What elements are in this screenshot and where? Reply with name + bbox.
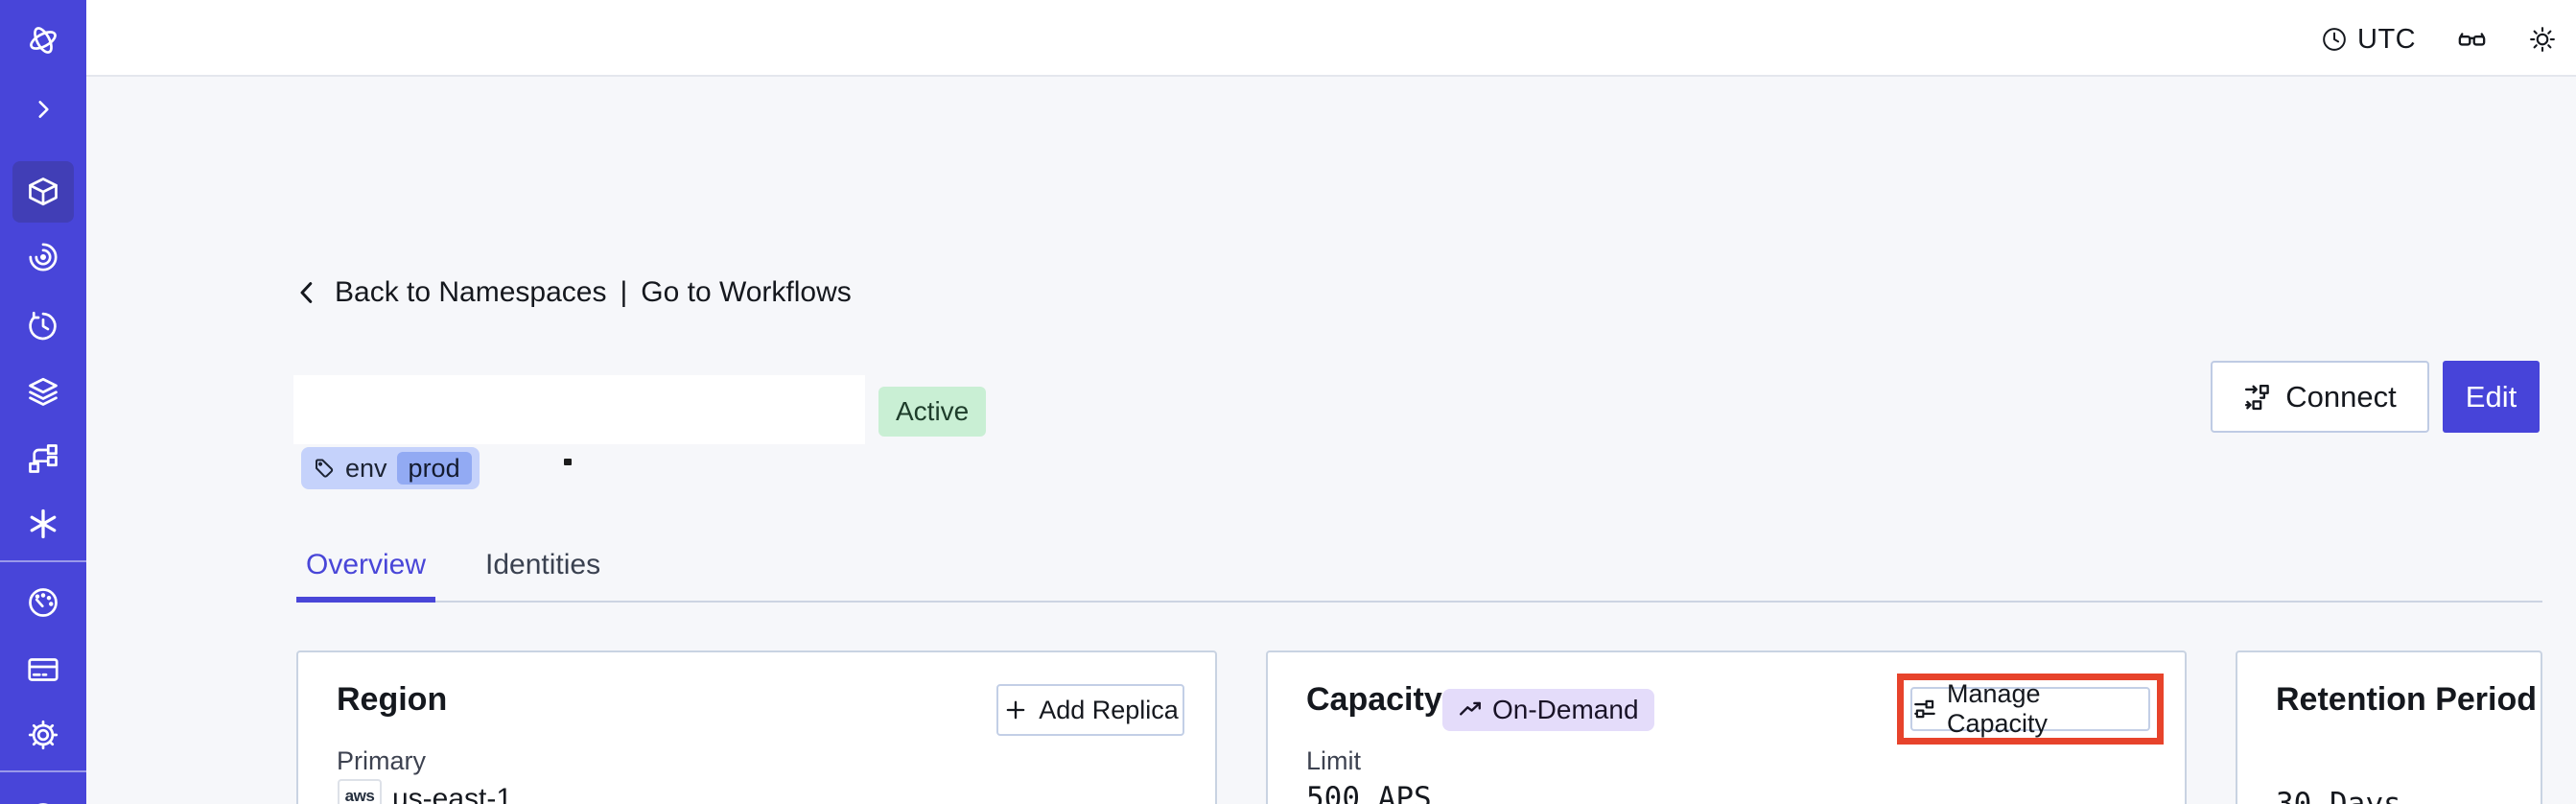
edit-button[interactable]: Edit: [2443, 361, 2540, 433]
ondemand-badge: On-Demand: [1442, 689, 1654, 731]
tab-bar: Overview Identities: [296, 533, 2542, 603]
breadcrumb-back-link[interactable]: Back to Namespaces: [335, 276, 607, 308]
workflow-connect-icon: [2245, 384, 2270, 410]
theme-toggle-sun-icon[interactable]: [2528, 25, 2557, 59]
plus-icon: [1006, 700, 1025, 720]
breadcrumb-separator: |: [620, 276, 628, 308]
namespace-title-redacted: [293, 375, 865, 444]
settings-gear-icon[interactable]: [26, 718, 60, 752]
retention-card: Retention Period 30 Days: [2236, 650, 2542, 804]
workflow-branch-icon[interactable]: [26, 441, 60, 476]
retention-card-title: Retention Period: [2276, 681, 2538, 718]
sidebar-divider: [0, 560, 86, 562]
schedules-clock-icon[interactable]: [26, 309, 60, 343]
layers-stack-icon[interactable]: [26, 374, 60, 409]
chevron-left-icon[interactable]: [293, 278, 321, 307]
billing-card-icon[interactable]: [26, 652, 60, 687]
namespace-tag-chip: env prod: [301, 447, 480, 489]
tag-value: prod: [396, 452, 472, 485]
breadcrumb-workflows-link[interactable]: Go to Workflows: [641, 276, 852, 308]
expand-chevron-icon[interactable]: [26, 92, 60, 127]
monitor-eye-icon[interactable]: [26, 240, 60, 274]
asterisk-icon[interactable]: [26, 507, 60, 541]
region-card: Region Add Replica Primary aws us-east-1: [296, 650, 1217, 804]
manage-capacity-label: Manage Capacity: [1946, 679, 2049, 738]
region-primary-label: Primary: [337, 746, 426, 775]
add-replica-label: Add Replica: [1039, 695, 1179, 724]
region-value: us-east-1: [392, 783, 513, 804]
capacity-card-title: Capacity: [1306, 681, 1442, 718]
trending-up-icon: [1460, 701, 1481, 716]
capacity-card: Capacity On-Demand Manage Capacity Limit…: [1266, 650, 2187, 804]
capacity-limit-label: Limit: [1306, 746, 1362, 775]
temporal-logo-icon[interactable]: [26, 23, 60, 58]
aws-logo-icon: aws: [338, 779, 382, 804]
manage-capacity-button[interactable]: Manage Capacity: [1910, 679, 2150, 738]
sliders-icon: [1914, 699, 1935, 719]
retention-value: 30 Days: [2276, 787, 2401, 804]
help-circle-icon[interactable]: [26, 789, 60, 804]
ondemand-badge-label: On-Demand: [1492, 695, 1639, 724]
main-content: Back to Namespaces | Go to Workflows Act…: [86, 79, 2576, 804]
region-card-title: Region: [337, 681, 448, 718]
glasses-icon[interactable]: [2456, 24, 2488, 60]
connect-button-label: Connect: [2285, 379, 2397, 414]
tag-icon: [316, 459, 334, 478]
tab-overview[interactable]: Overview: [296, 549, 436, 603]
sidebar-divider: [0, 770, 86, 772]
namespaces-cube-icon[interactable]: [26, 175, 60, 209]
top-bar: UTC: [86, 0, 2576, 77]
add-replica-button[interactable]: Add Replica: [996, 684, 1184, 736]
timezone-selector[interactable]: UTC: [2357, 24, 2417, 55]
connect-button[interactable]: Connect: [2211, 361, 2429, 433]
tab-identities[interactable]: Identities: [485, 549, 601, 580]
usage-gauge-icon[interactable]: [26, 585, 60, 620]
capacity-limit-value: 500 APS: [1306, 781, 1432, 804]
title-text-remnant: [564, 459, 572, 465]
sidebar: [0, 0, 86, 804]
breadcrumb: Back to Namespaces | Go to Workflows: [293, 274, 852, 311]
status-badge: Active: [878, 387, 987, 437]
tag-key: env: [345, 453, 387, 483]
clock-icon: [2321, 26, 2348, 58]
